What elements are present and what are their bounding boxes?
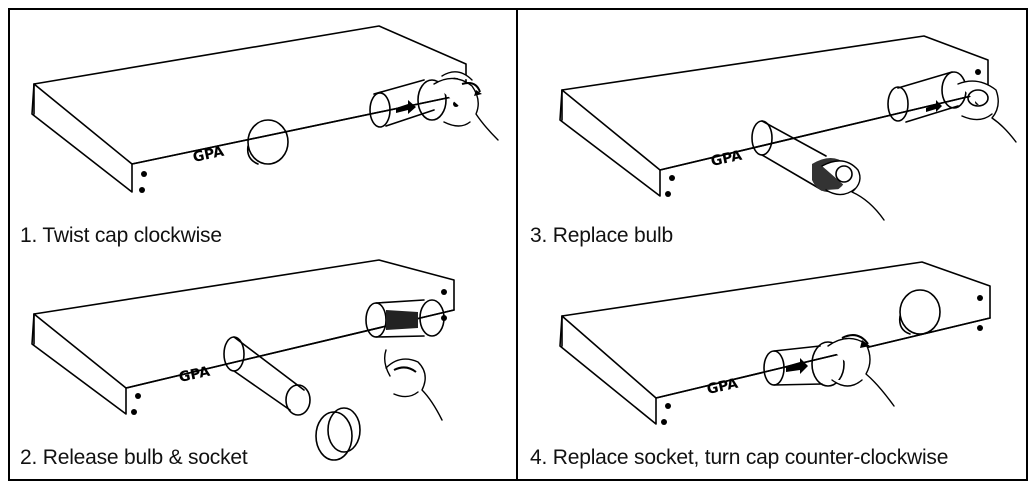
step-3-number: 3. <box>530 224 548 247</box>
step-4-panel: GPA 4. Replace socket, turn cap counter-… <box>522 250 1024 479</box>
step-3-caption: 3. Replace bulb <box>530 224 673 248</box>
step-4-text: Replace socket, turn cap counter-clockwi… <box>552 446 949 469</box>
step-3-text: Replace bulb <box>552 224 673 247</box>
step-1-illustration: GPA <box>31 25 499 193</box>
gpa-logo: GPA <box>710 148 744 170</box>
panel-divider <box>516 8 518 481</box>
step-3-panel: GPA 3. Replace bulb <box>522 14 1024 264</box>
gpa-logo: GPA <box>706 376 740 398</box>
step-4-illustration: GPA <box>559 261 991 425</box>
figure-frame <box>8 8 1028 481</box>
step-1-caption: 1. Twist cap clockwise <box>20 224 222 248</box>
step-2-text: Release bulb & socket <box>42 446 248 469</box>
step-4-number: 4. <box>530 446 548 469</box>
step-1-number: 1. <box>20 224 38 247</box>
gpa-logo: GPA <box>178 364 212 386</box>
step-1-panel: GPA 1. Twist cap clockwise <box>14 14 512 264</box>
step-2-caption: 2. Release bulb & socket <box>20 446 248 470</box>
step-3-illustration: GPA <box>559 35 1017 221</box>
step-2-illustration: GPA <box>31 259 455 461</box>
gpa-logo: GPA <box>192 144 226 166</box>
step-2-number: 2. <box>20 446 38 469</box>
step-2-panel: GPA 2. Release bulb & socket <box>14 250 512 479</box>
step-1-text: Twist cap clockwise <box>42 224 222 247</box>
step-4-caption: 4. Replace socket, turn cap counter-cloc… <box>530 446 948 470</box>
